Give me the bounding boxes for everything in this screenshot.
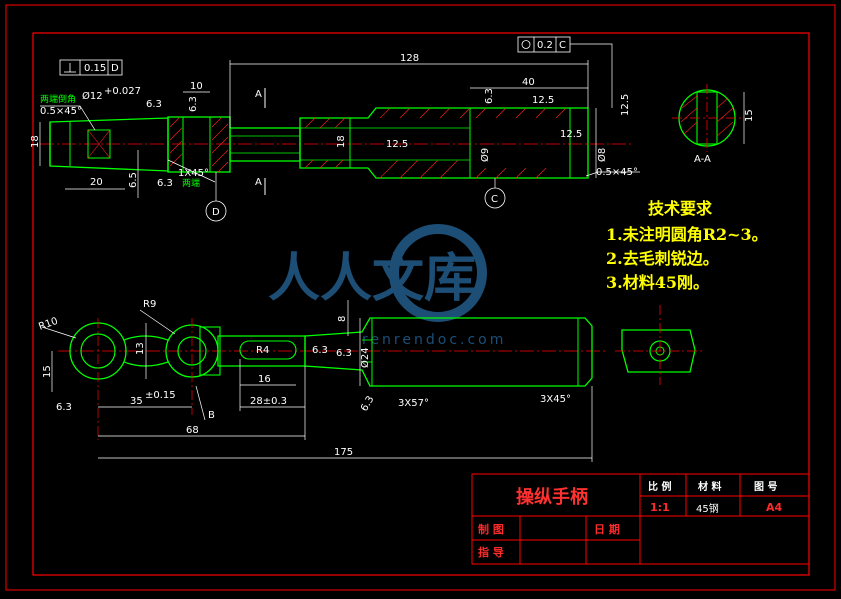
dim-175: 175 — [334, 447, 353, 458]
label-date: 日 期 — [594, 522, 620, 536]
notes-item-2: 2.去毛刺锐边。 — [606, 249, 719, 268]
perp-value: 0.15 — [84, 63, 106, 74]
dim-6-3-d: 6.3 — [484, 88, 495, 104]
sym-value: 0.2 — [537, 40, 553, 51]
dim-15-section: 15 — [744, 109, 755, 122]
dim-35: 35 — [130, 396, 143, 407]
header-scale: 比 例 — [648, 480, 671, 493]
notes-item-3: 3.材料45刚。 — [606, 273, 709, 292]
notes-heading: 技术要求 — [648, 199, 713, 218]
header-material: 材 料 — [698, 480, 721, 493]
dim-12-5-b: 12.5 — [532, 95, 554, 106]
dim-35-tol: ±0.15 — [145, 390, 176, 401]
dim-18-mid: 18 — [336, 135, 347, 148]
dim-15: 15 — [42, 365, 53, 378]
title-block — [471, 473, 810, 565]
bottom-view — [41, 300, 705, 462]
label-drawn-by: 制 图 — [478, 522, 504, 536]
dim-12-5-a: 12.5 — [386, 139, 408, 150]
dim-128: 128 — [400, 53, 419, 64]
dim-28: 28±0.3 — [250, 396, 287, 407]
dim-8: 8 — [337, 316, 348, 322]
note-both-ends: 两端 — [182, 177, 200, 189]
label-guide: 指 导 — [478, 545, 504, 559]
dim-68: 68 — [186, 425, 199, 436]
section-a-a-view — [672, 84, 745, 152]
tolerance-perpendicularity: 0.15 D — [59, 59, 123, 76]
dim-3x45: 3X45° — [540, 394, 571, 405]
section-a-top: A — [255, 89, 262, 100]
datum-d: D — [212, 207, 220, 218]
dim-6-3-b: 6.3 — [157, 178, 173, 189]
dim-phi8: Ø8 — [596, 148, 608, 162]
tolerance-symmetry: 0.2 C — [517, 36, 613, 108]
dim-6-3-g: 6.3 — [336, 348, 352, 359]
dim-0-5x45-right: 0.5×45° — [596, 167, 638, 178]
header-drawing-no: 图 号 — [754, 481, 777, 493]
dim-1x45: 1X45° — [178, 168, 209, 179]
perp-ref: D — [111, 63, 119, 74]
dim-12-5-right: 12.5 — [620, 94, 631, 116]
dim-phi24: Ø24 — [359, 347, 371, 368]
dim-20: 20 — [90, 177, 103, 188]
dim-6-5: 6.5 — [128, 172, 139, 188]
value-drawing-no: A4 — [766, 501, 783, 514]
notes-item-1: 1.未注明圆角R2~3。 — [606, 225, 768, 244]
dim-16: 16 — [258, 374, 271, 385]
dim-6-3-c: 6.3 — [188, 96, 199, 112]
dim-40: 40 — [522, 77, 535, 88]
section-a-bottom: A — [255, 177, 262, 188]
watermark: 人人文库 renrendoc.com — [268, 224, 506, 348]
dim-6-3-a: 6.3 — [146, 99, 162, 110]
dim-r9: R9 — [143, 299, 156, 310]
dim-13: 13 — [135, 342, 146, 355]
part-name: 操纵手柄 — [516, 486, 588, 508]
section-b-label: B — [208, 410, 215, 421]
dim-0-5x45-left: 0.5×45° — [40, 106, 82, 117]
note-both-ends-chamfer: 两端倒角 — [40, 93, 76, 105]
inner-frame — [32, 32, 810, 576]
dim-10: 10 — [190, 81, 203, 92]
value-scale: 1:1 — [650, 501, 670, 514]
dim-18-left: 18 — [30, 135, 41, 148]
dim-r10: R10 — [37, 316, 59, 333]
dim-phi12-tol: +0.027 — [104, 86, 141, 97]
section-a-a-label: A-A — [694, 154, 711, 165]
datum-c: C — [491, 194, 498, 205]
top-view — [39, 60, 640, 198]
value-material: 45钢 — [696, 502, 719, 515]
dim-phi12: Ø12 — [82, 90, 103, 102]
dim-phi9: Ø9 — [479, 148, 491, 162]
sym-ref: C — [559, 40, 566, 51]
dim-6-3-h: 6.3 — [359, 394, 376, 413]
outer-frame — [5, 4, 836, 591]
dim-r4: R4 — [256, 345, 269, 356]
watermark-url: renrendoc.com — [362, 332, 506, 348]
dim-6-3-e: 6.3 — [56, 402, 72, 413]
watermark-brand: 人人文库 — [268, 249, 476, 309]
dim-3x57: 3X57° — [398, 398, 429, 409]
dim-6-3-f: 6.3 — [312, 345, 328, 356]
dim-12-5-c: 12.5 — [560, 129, 582, 140]
